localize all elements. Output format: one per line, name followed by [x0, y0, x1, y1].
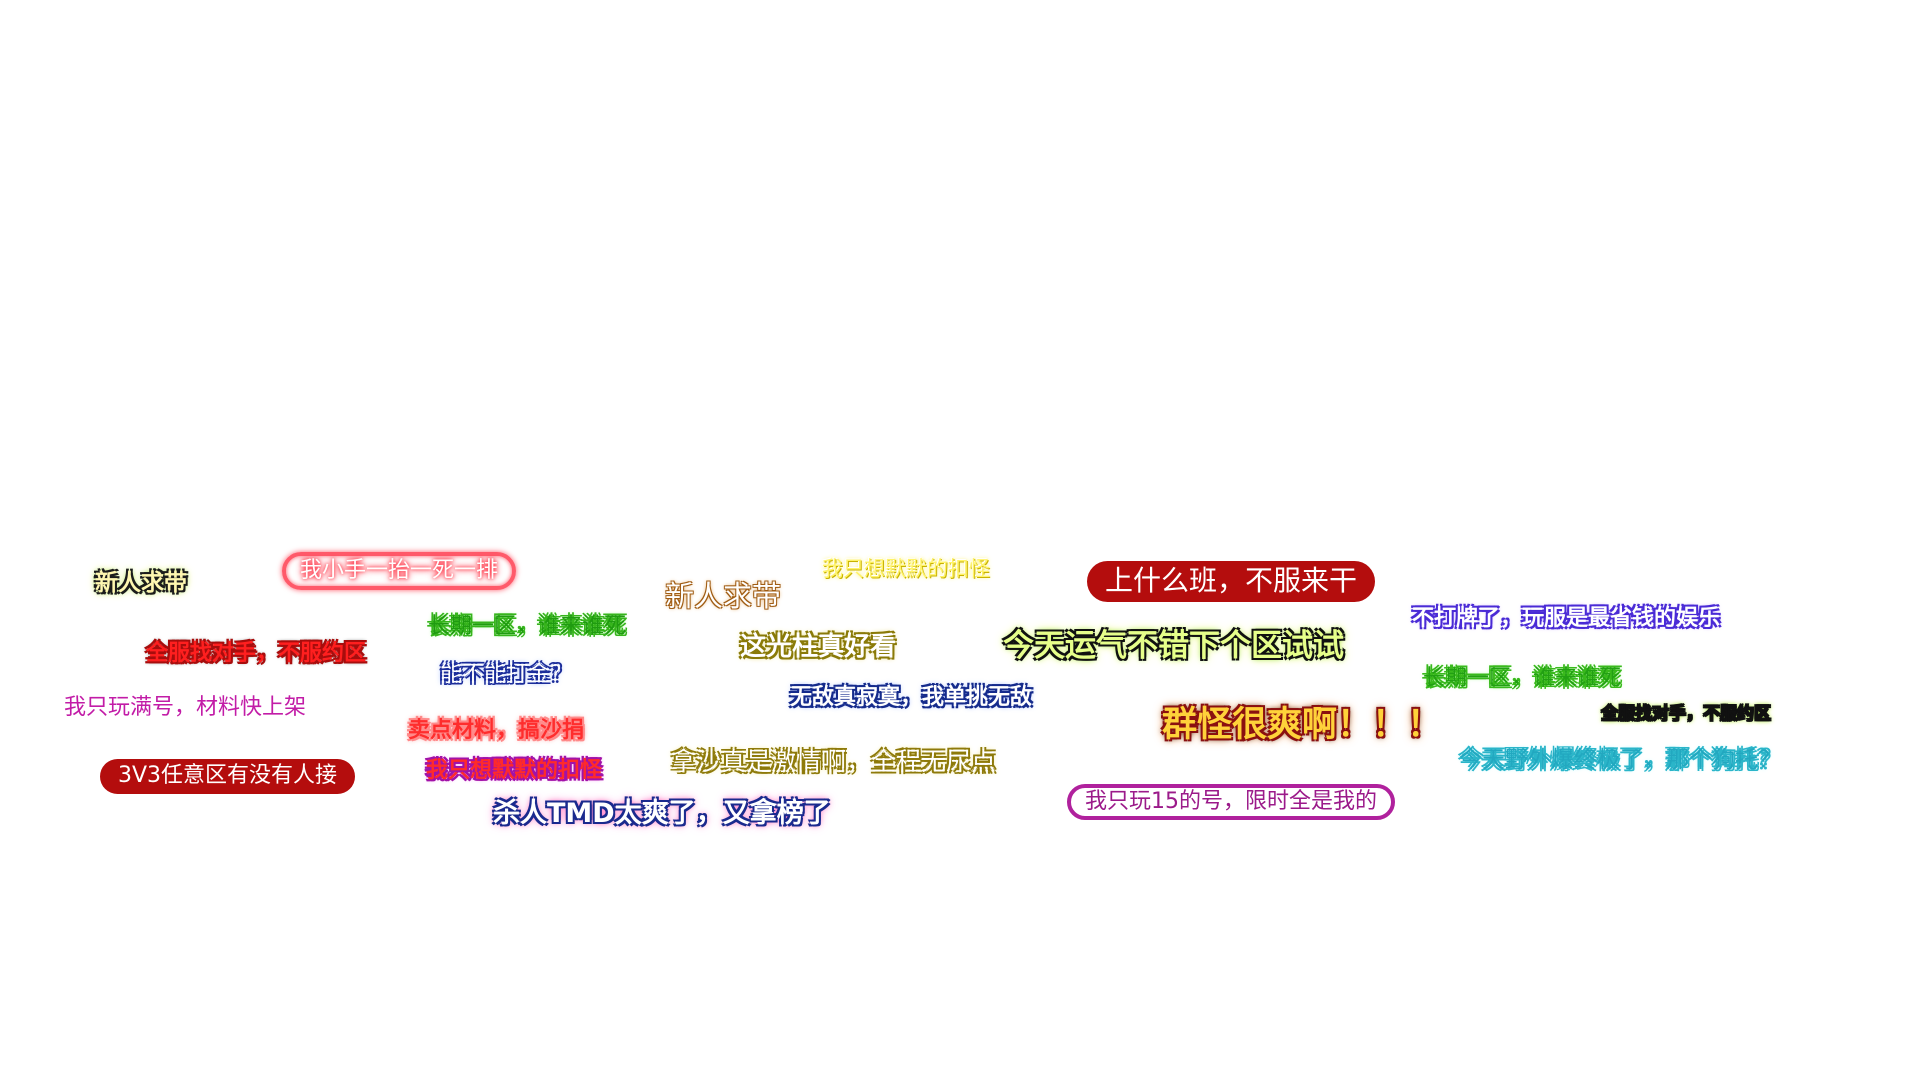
chat-bubble: 这光柱真好看 [740, 632, 897, 662]
chat-bubble: 全服找对手，不服约区 [146, 641, 367, 666]
chat-bubble: 无敌真寂寞，我单挑无敌 [790, 685, 1033, 710]
chat-bubble: 不打牌了，玩服是最省钱的娱乐 [1412, 606, 1721, 631]
chat-bubble: 今天运气不错下个区试试 [1003, 628, 1344, 664]
chat-bubble-outline-red: 我小手一抬一死一排 [282, 552, 517, 590]
chat-bubble: 拿沙真是激情啊，全程无尿点 [671, 747, 997, 776]
chat-bubble-red-pill: 3V3任意区有没有人接 [100, 759, 356, 794]
chat-bubble: 卖点材料，搞沙捐 [408, 718, 585, 743]
chat-bubble: 我只想默默的扣怪 [426, 758, 603, 783]
chat-bubble: 我只玩满号，材料快上架 [64, 695, 307, 720]
chat-bubble: 我只想默默的扣怪 [822, 557, 990, 581]
chat-bubble-outline-purple: 我只玩15的号，限时全是我的 [1067, 784, 1395, 820]
chat-bubble: 全服找对手，不服约区 [1601, 704, 1771, 724]
chat-bubble: 杀人TMD太爽了，又拿榜了 [493, 798, 831, 829]
chat-bubble: 新人求带 [665, 579, 782, 613]
chat-bubble: 长期一区，谁来谁死 [1423, 666, 1622, 691]
chat-bubble: 新人求带 [95, 570, 187, 596]
chat-bubble: 长期一区，谁来谁死 [428, 614, 627, 639]
chat-bubble: 能不能打金？ [440, 662, 573, 687]
chat-bubble: 群怪很爽啊！！！ [1162, 705, 1443, 745]
chat-bubble: 今天野外爆终极了，那个狗托？ [1459, 747, 1781, 773]
chat-bubble-red-pill: 上什么班，不服来干 [1087, 561, 1376, 602]
